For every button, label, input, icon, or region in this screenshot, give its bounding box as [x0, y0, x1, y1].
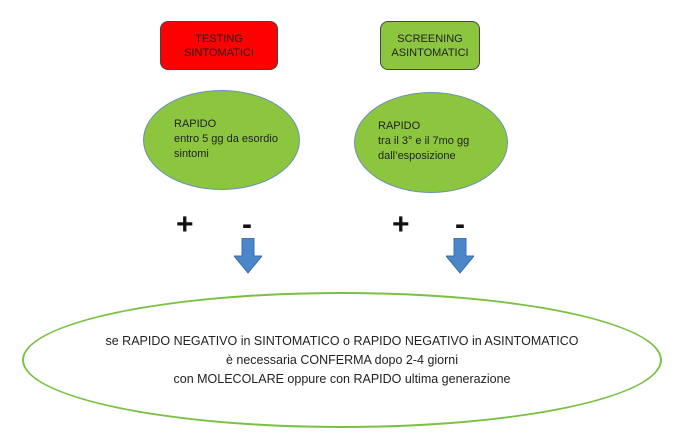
left-minus: -	[242, 208, 252, 241]
conclusion-line3: con MOLECOLARE oppure con RAPIDO ultima …	[173, 371, 511, 386]
left-ellipse-line3: sintomi	[174, 148, 209, 160]
right-ellipse-line2: tra il 3° e il 7mo gg	[378, 135, 470, 147]
left-rapid-ellipse: RAPIDO entro 5 gg da esordio sintomi	[143, 90, 300, 190]
right-ellipse-line3: dall’esposizione	[378, 150, 456, 162]
conclusion-line1: se RAPIDO NEGATIVO in SINTOMATICO o RAPI…	[105, 333, 579, 348]
conclusion-line2: è necessaria CONFERMA dopo 2-4 giorni	[225, 352, 459, 367]
right-title-line2: ASINTOMATICI	[391, 46, 469, 59]
left-title-line2: SINTOMATICI	[184, 46, 254, 59]
right-ellipse-line1: RAPIDO	[378, 120, 421, 132]
left-down-arrow-icon	[234, 238, 262, 274]
conclusion-ellipse: se RAPIDO NEGATIVO in SINTOMATICO o RAPI…	[22, 292, 662, 428]
right-rapid-ellipse: RAPIDO tra il 3° e il 7mo gg dall’esposi…	[354, 92, 508, 193]
right-plus: +	[392, 208, 410, 241]
left-ellipse-line1: RAPIDO	[174, 118, 217, 130]
right-title-line1: SCREENING	[397, 32, 463, 45]
right-down-arrow-icon	[446, 238, 474, 274]
left-plus: +	[176, 208, 194, 241]
left-ellipse-line2: entro 5 gg da esordio	[174, 133, 278, 145]
right-minus: -	[455, 208, 465, 241]
left-title-line1: TESTING	[195, 32, 243, 45]
